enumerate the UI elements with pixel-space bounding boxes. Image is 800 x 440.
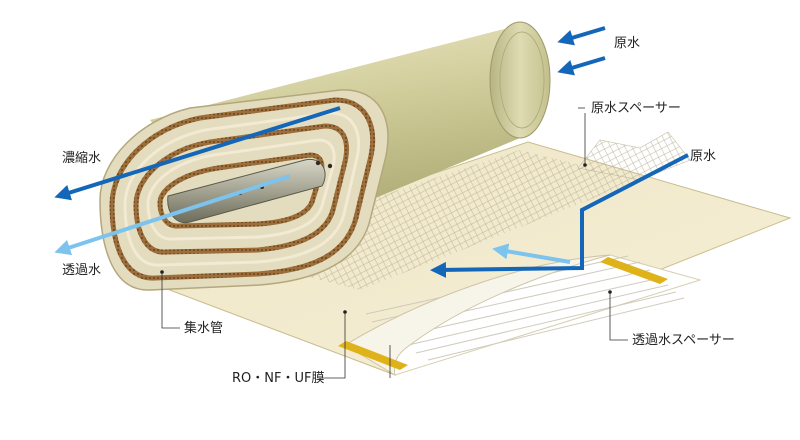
leader-dots [160,163,612,314]
feed-water-label-top: 原水 [614,36,641,51]
spiral-layers [109,97,376,281]
module-end-cap [489,21,551,139]
membrane-label: RO・NF・UF膜 [232,371,325,386]
feed-arrow-1 [557,26,606,46]
feed-water-label-right: 原水 [690,149,717,164]
concentrate-label: 濃縮水 [62,151,102,166]
edge-tape-left [338,341,408,370]
permeate-outflow-arrow [54,174,291,256]
leader-lines [161,107,628,379]
collection-tube-label: 集水管 [184,321,224,336]
edge-tape-right [600,257,668,284]
concentrate-arrow [54,106,341,201]
permeate-spacer-label: 透過水スペーサー [632,333,735,348]
feed-spacer-label: 原水スペーサー [591,101,681,116]
permeate-inflow-arrow [492,243,571,264]
feed-arrow-right [430,153,689,278]
permeate-label: 透過水 [62,263,102,278]
feed-arrow-2 [557,56,606,76]
